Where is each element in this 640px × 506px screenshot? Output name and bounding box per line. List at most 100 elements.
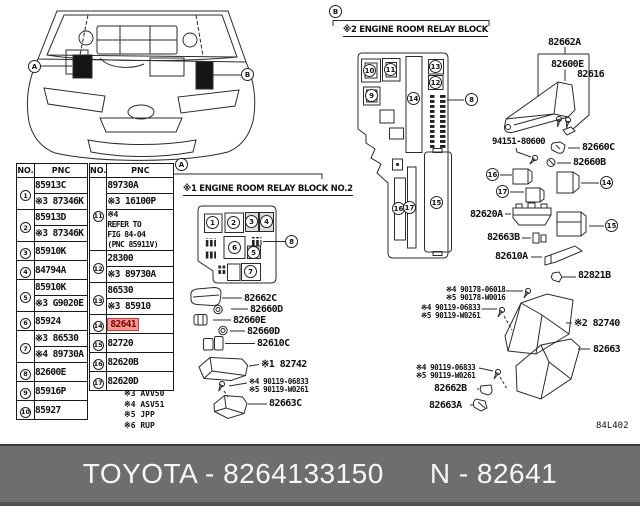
table-pnc-cell: 85910K	[34, 279, 88, 296]
part-label-82660b: 82660B	[573, 157, 606, 168]
callout-16-block2: 16	[392, 202, 405, 215]
part-label-90119-w0261: ※5 90119-W0261	[249, 385, 309, 394]
table-pnc-cell: ※3 89730A	[106, 266, 175, 283]
row-number-callout: 14	[92, 320, 104, 332]
row-number-callout: 2	[20, 222, 31, 233]
table-no-cell: 3	[16, 241, 35, 261]
row-number-callout: 1	[20, 190, 31, 201]
table-pnc-cell: 84794A	[34, 260, 88, 280]
part-label-90119-06833: ※4 90119-06833	[416, 363, 476, 372]
section1-title: ※1 ENGINE ROOM RELAY BLOCK NO.2	[183, 184, 353, 196]
engine-bay-illustration	[26, 10, 256, 161]
table-pnc-cell: 89730A	[106, 177, 175, 194]
callout-14-part: 14	[600, 176, 613, 189]
banner-part-number: N - 82641	[429, 458, 558, 489]
table-pnc-cell: 85924	[34, 311, 88, 331]
table-no-cell: 2	[16, 209, 35, 242]
part-label-82662b: 82662B	[434, 383, 467, 394]
part-label-82660d: 82660D	[247, 326, 280, 337]
row-number-callout: 8	[20, 368, 31, 380]
row-number-callout: 4	[20, 266, 31, 278]
table-no-cell: 15	[88, 333, 108, 353]
part-label-82660d: 82660D	[250, 304, 283, 315]
table-no-cell: 17	[88, 371, 108, 391]
part-label-90119-w0261: ※5 90119-W0261	[421, 311, 481, 320]
part-label-82663a: 82663A	[429, 400, 462, 411]
section2-callout-b: B	[329, 5, 342, 18]
section1-callout-a: A	[175, 158, 188, 171]
row-number-callout: 12	[92, 263, 104, 274]
callout-16-part: 16	[486, 168, 499, 181]
table-no-cell: 10	[16, 400, 35, 420]
callout-9: 9	[365, 89, 378, 102]
part-label-90178-06018: ※4 90178-06018	[446, 285, 506, 294]
callout-11: 11	[384, 63, 397, 76]
table-pnc-cell: ※3 85910	[106, 298, 175, 315]
table-header-pnc: PNC	[106, 163, 175, 178]
part-label-90119-06833: ※4 90119-06833	[421, 303, 481, 312]
note-line: ※5 JPP	[124, 410, 155, 419]
table-pnc-cell: 82641	[106, 314, 175, 334]
table-no-cell: 14	[88, 314, 108, 334]
callout-8-block1: 8	[285, 235, 298, 248]
table-pnc-cell: 82620D	[106, 371, 175, 391]
callout-7: 7	[244, 265, 257, 278]
table-pnc-cell: 85916P	[34, 381, 88, 401]
table-pnc-cell: 85913C	[34, 177, 88, 194]
part-label-82663c: 82663C	[269, 398, 302, 409]
note-line: ※3 AVV50	[124, 389, 165, 398]
car-callout-a: A	[28, 60, 41, 73]
section2-title: ※2 ENGINE ROOM RELAY BLOCK	[343, 25, 488, 37]
table-pnc-cell: 28300	[106, 250, 175, 267]
part-label-82616: 82616	[577, 69, 605, 80]
table-no-cell: 9	[16, 381, 35, 401]
table-no-cell: 12	[88, 250, 108, 283]
part-label-82610c: 82610C	[257, 338, 290, 349]
mid-parts-drawings	[190, 286, 267, 420]
part-label-82662c: 82662C	[244, 293, 277, 304]
part-label-82663b: 82663B	[487, 232, 520, 243]
part-label-82821b: 82821B	[578, 270, 611, 281]
footer-banner: TOYOTA - 8264133150 N - 82641	[0, 444, 640, 506]
part-label-82610a: 82610A	[495, 251, 528, 262]
part-label-82600e: 82600E	[551, 59, 584, 70]
callout-10: 10	[363, 64, 376, 77]
table-header-no: NO.	[88, 163, 108, 178]
table-pnc-cell: 85913D	[34, 209, 88, 226]
table-no-cell: 5	[16, 279, 35, 312]
part-label-82620a: 82620A	[470, 209, 503, 220]
part-label-82740: ※2 82740	[574, 318, 620, 329]
callout-17-block2: 17	[403, 201, 416, 214]
car-callout-b: B	[241, 68, 254, 81]
part-label-82663: 82663	[593, 344, 621, 355]
part-label-82660c: 82660C	[582, 142, 615, 153]
table-no-cell: 7	[16, 330, 35, 363]
row-number-callout: 6	[20, 317, 31, 329]
highlighted-part-number: 82641	[107, 317, 139, 331]
part-label-82662a: 82662A	[548, 37, 581, 48]
table-pnc-cell: ※3 86530	[34, 330, 88, 347]
table-pnc-cell: ※3 87346K	[34, 193, 88, 210]
callout-12: 12	[429, 76, 442, 89]
table-pnc-cell: ※3 G9020E	[34, 295, 88, 312]
callout-8-block2: 8	[465, 93, 478, 106]
table-header-pnc: PNC	[34, 163, 88, 178]
row-number-callout: 17	[92, 377, 104, 389]
row-number-callout: 13	[92, 295, 104, 306]
table-pnc-cell: 85927	[34, 400, 88, 420]
part-label-90119-w0261: ※5 90119-W0261	[416, 371, 476, 380]
table-no-cell: 13	[88, 282, 108, 315]
figure-code: 84L402	[596, 421, 629, 431]
row-number-callout: 10	[20, 406, 31, 418]
table-pnc-cell: ※4 89730A	[34, 346, 88, 363]
part-label-94151-80600: 94151-80600	[492, 137, 546, 147]
table-no-cell: 4	[16, 260, 35, 280]
banner-catalog-number: TOYOTA - 8264133150	[82, 458, 384, 489]
part-label-90178-w0016: ※5 90178-W0016	[446, 293, 506, 302]
part-label-82742: ※1 82742	[261, 359, 307, 370]
callout-17-part: 17	[496, 185, 509, 198]
relay-block-diagram	[357, 52, 464, 259]
